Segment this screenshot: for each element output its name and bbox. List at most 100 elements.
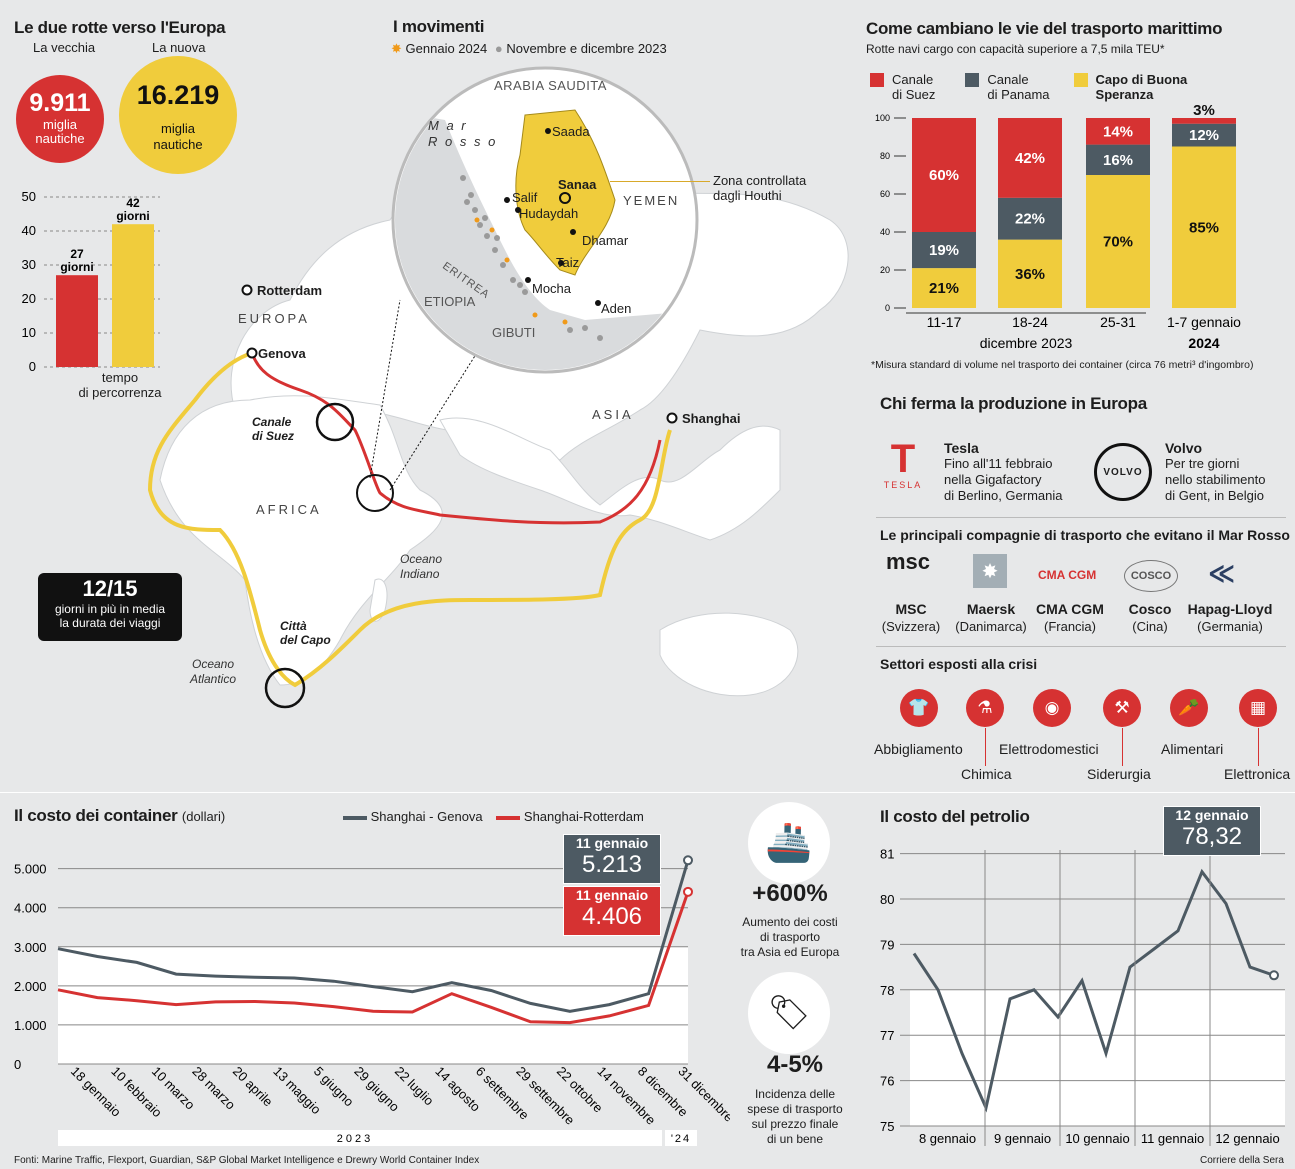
container-ytick: 0 (14, 1057, 21, 1072)
stack-segment (1172, 146, 1236, 308)
leader-siderurgia (1122, 728, 1123, 766)
extra-days-line2: la durata dei viaggi (59, 616, 161, 630)
new-distance-unit1: miglia (161, 121, 195, 136)
oil-ytick: 77 (880, 1028, 894, 1043)
callout-rotterdam-value: 4.406 (581, 903, 643, 930)
zoom-yemen: YEMEN (623, 193, 680, 208)
footer-credit: Corriere della Sera (1200, 1155, 1284, 1166)
container-end-point (683, 886, 693, 897)
label-atlantic-ocean: Oceano Atlantico (190, 657, 236, 687)
chip-icon: ▦ (1239, 689, 1277, 727)
rotterdam-dot (241, 284, 253, 296)
stack-group-2024: 2024 (1188, 335, 1219, 351)
oil-ytick: 76 (880, 1074, 894, 1089)
stack-segment (1086, 144, 1150, 175)
label-indian-ocean: Oceano Indiano (400, 552, 442, 582)
tesla-line1: Fino all'11 febbraio (944, 456, 1053, 471)
container-title: Il costo dei container (14, 806, 178, 825)
legend-nov: Novembre e dicembre 2023 (506, 41, 667, 56)
stack-segment (912, 118, 976, 232)
year-band-24 (665, 1130, 697, 1146)
sun-icon: ✸ (391, 41, 402, 56)
label-cape-l1: Città (280, 619, 307, 633)
stack-label: 19% (929, 242, 959, 259)
legend-suez-l2: di Suez (892, 87, 936, 102)
stack-ytick: 40 (880, 227, 890, 237)
sectors-title: Settori esposti alla crisi (880, 656, 1038, 672)
days-bar (56, 275, 98, 367)
sanaa-dot (559, 192, 571, 204)
company-maersk-country: (Danimarca) (955, 619, 1027, 634)
stat-600: +600% (752, 880, 828, 907)
zoom-arabia: ARABIA SAUDITA (494, 78, 607, 93)
legend-panama-l1: Canale (987, 72, 1029, 87)
stack-segment (1172, 118, 1236, 124)
zoom-gibuti: GIBUTI (492, 325, 536, 340)
label-suez-l1: Canale (252, 415, 292, 429)
stack-segment (912, 268, 976, 308)
label-suez: Canale di Suez (252, 415, 294, 443)
tesla-line2: nella Gigafactory (944, 472, 1042, 487)
tshirt-glyph: 👕 (908, 698, 930, 717)
tesla-wordmark: TESLA (883, 480, 923, 490)
section-divider (0, 792, 1295, 793)
zoom-hudaydah: Hudaydah (519, 206, 579, 221)
container-series-line (57, 859, 690, 1013)
cosco-wordmark: COSCO (1130, 570, 1172, 582)
callout-genova-date: 11 gennaio (575, 835, 649, 851)
tesla-line3: di Berlino, Germania (944, 488, 1063, 503)
sector-alimentari: Alimentari (1161, 741, 1224, 757)
babelmandeb-marker (356, 474, 394, 512)
swatch-panama (965, 73, 980, 87)
steel-icon: ⚒ (1103, 689, 1141, 727)
oil-ytick: 75 (880, 1119, 894, 1134)
company-hapag: Hapag-Lloyd(Germania) (1182, 600, 1278, 636)
oil-plot-area (910, 989, 1285, 1126)
days-caption-line1: tempo (101, 370, 139, 385)
company-cma: CMA CGM(Francia) (1032, 600, 1108, 636)
carrot-icon: 🥕 (1170, 689, 1208, 727)
sector-elettronica: Elettronica (1224, 766, 1291, 782)
price-tag-icon: 🏷 (748, 972, 830, 1054)
asia-south-land (439, 417, 781, 541)
stack-label: 3% (1193, 102, 1215, 119)
tshirt-icon: 👕 (900, 689, 938, 727)
old-distance-unit2: nautiche (35, 131, 85, 146)
extra-days-box: 12/15 giorni in più in media la durata d… (38, 573, 182, 641)
zoom-etiopia: ETIOPIA (424, 294, 476, 309)
company-hapag-name: Hapag-Lloyd (1187, 601, 1273, 617)
houthi-label-l1: Zona controllata (713, 173, 807, 188)
stat-600-l2: di trasporto (759, 930, 821, 944)
days-bar-unit: giorni (60, 260, 93, 274)
sector-abbigliamento: Abbigliamento (874, 741, 963, 757)
callout-rotterdam: 11 gennaio 4.406 (563, 886, 661, 936)
cma-wordmark: CMA CGM (1038, 568, 1097, 582)
stack-category: 25-31 (1100, 314, 1136, 330)
old-distance-value: 9.911 (29, 89, 91, 117)
flask-icon: ⚗ (966, 689, 1004, 727)
label-africa: AFRICA (256, 502, 322, 517)
sector-elettrodomestici: Elettrodomestici (999, 741, 1099, 757)
old-distance-unit1: miglia (43, 117, 77, 132)
label-suez-l2: di Suez (252, 429, 295, 443)
extra-days-value: 12/15 (82, 576, 138, 601)
container-xtick: 28 marzo (189, 1064, 238, 1113)
oil-end-point (1269, 970, 1279, 981)
ship-dots (460, 175, 603, 341)
hapag-lloyd-icon: ≪ (1208, 558, 1236, 588)
maritime-subtitle: Rotte navi cargo con capacità superiore … (866, 42, 1165, 56)
container-ytick: 3.000 (14, 940, 47, 955)
zoom-mocha: Mocha (532, 281, 572, 296)
stack-label: 60% (929, 167, 959, 184)
oil-ytick: 80 (880, 892, 894, 907)
leader-elettronica (1258, 728, 1259, 766)
stack-segment (998, 239, 1062, 308)
msc-logo: msc (886, 551, 930, 573)
legend-b-swatch (496, 815, 521, 820)
company-maersk-name: Maersk (966, 601, 1016, 617)
stack-ytick: 60 (880, 189, 890, 199)
stack-group-dec: dicembre 2023 (980, 335, 1073, 351)
